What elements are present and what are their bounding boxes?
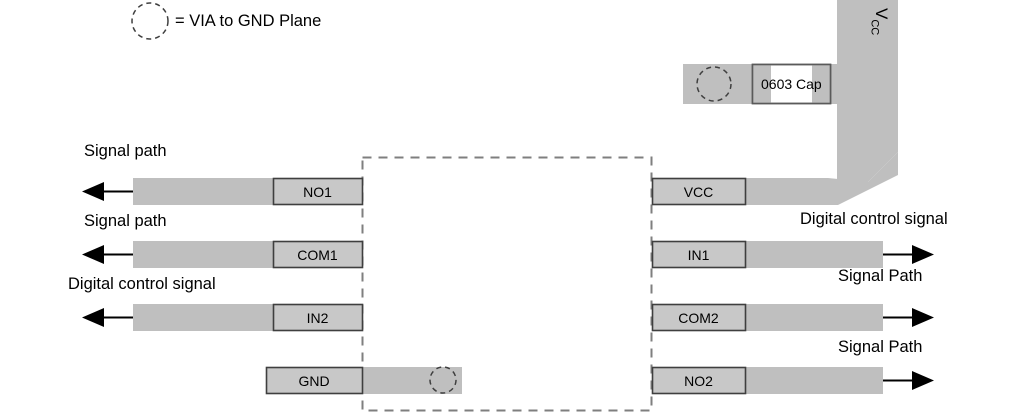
via-icon-gnd <box>429 366 457 394</box>
trace-in2 <box>133 304 273 331</box>
trace-no2 <box>745 367 883 394</box>
via-icon-legend <box>131 2 169 40</box>
pad-label-gnd: GND <box>298 373 330 389</box>
pad-label-no2: NO2 <box>684 373 713 389</box>
annotation-com1-signal-path: Signal path <box>84 212 167 230</box>
annotation-vcc-digital-control: Digital control signal <box>800 210 948 228</box>
pad-com1[interactable] <box>272 240 364 269</box>
vcc-rail-letter: V <box>872 8 891 20</box>
trace-in1 <box>745 241 883 268</box>
trace-gnd <box>355 367 462 394</box>
trace-com1 <box>133 241 273 268</box>
trace-no1 <box>133 178 273 205</box>
cap-body-outline <box>751 63 832 105</box>
pad-label-com2: COM2 <box>678 310 719 326</box>
pad-label-in1: IN1 <box>687 247 710 263</box>
legend-label: = VIA to GND Plane <box>175 12 322 30</box>
cap-terminal-right <box>812 65 830 103</box>
pad-label-vcc: VCC <box>683 184 714 200</box>
pad-in2[interactable] <box>272 303 364 332</box>
vcc-rail-trace <box>837 0 898 182</box>
pad-label-com1: COM1 <box>297 247 338 263</box>
pad-gnd[interactable] <box>265 366 364 395</box>
vcc-rail-subscript: CC <box>868 19 881 36</box>
trace-com2 <box>745 304 883 331</box>
vcc-angled-trace <box>745 152 898 205</box>
pad-vcc[interactable] <box>651 177 747 206</box>
pad-label-no1: NO1 <box>303 184 332 200</box>
pad-in1[interactable] <box>651 240 747 269</box>
arrow-in1 <box>883 245 934 264</box>
annotation-no1-signal-path: Signal path <box>84 142 167 160</box>
cap-label: 0603 Cap <box>761 76 822 92</box>
arrow-com2 <box>883 308 934 327</box>
arrow-in2 <box>82 308 133 327</box>
pad-label-in2: IN2 <box>306 310 329 326</box>
vcc-rail-label: VCC <box>868 8 891 36</box>
ic-body-outline <box>361 156 653 412</box>
annotation-in1-signal-path: Signal Path <box>838 267 923 285</box>
arrow-no2 <box>883 371 934 390</box>
pad-com2[interactable] <box>651 303 747 332</box>
cap-terminal-left <box>753 65 771 103</box>
via-icon-cap <box>696 66 732 102</box>
annotation-com2-signal-path: Signal Path <box>838 338 923 356</box>
arrow-com1 <box>82 245 133 264</box>
pad-no2[interactable] <box>651 366 747 395</box>
pad-no1[interactable] <box>272 177 364 206</box>
annotation-in2-digital-control: Digital control signal <box>68 275 216 293</box>
arrow-no1 <box>82 182 133 201</box>
